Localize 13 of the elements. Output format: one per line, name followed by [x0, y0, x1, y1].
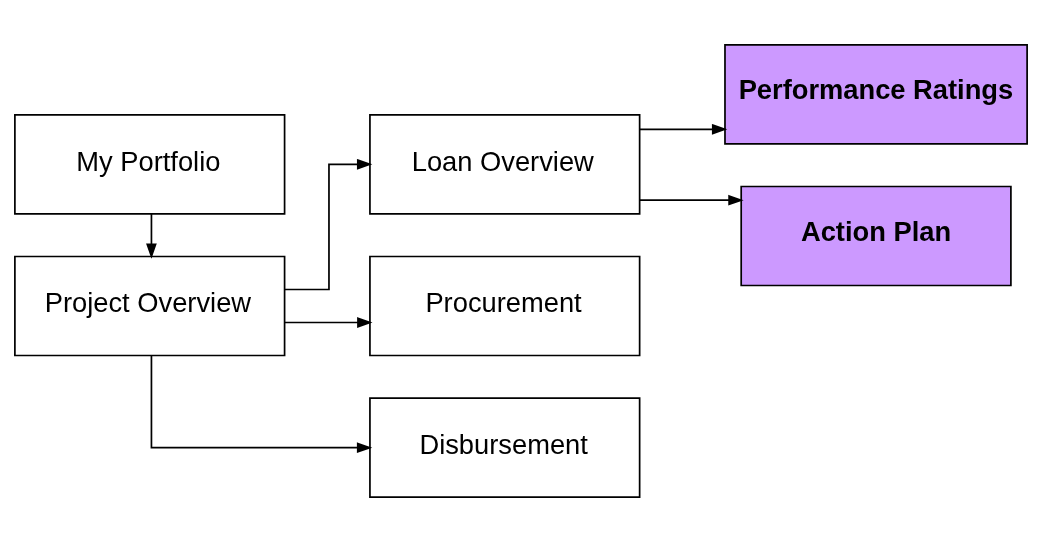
node-box: Loan Overview — [369, 113, 641, 215]
arrow — [146, 213, 157, 259]
node-box: Performance Ratings — [724, 43, 1028, 145]
arrow — [639, 123, 728, 135]
arrow — [639, 194, 744, 206]
node-box: My Portfolio — [14, 113, 286, 215]
node-box: Action Plan — [740, 185, 1012, 287]
node-box: Disbursement — [369, 397, 641, 499]
node-box: Project Overview — [14, 255, 286, 357]
arrow — [284, 317, 373, 328]
arrow — [283, 158, 373, 291]
node-box: Procurement — [369, 255, 641, 357]
arrow — [150, 354, 373, 454]
